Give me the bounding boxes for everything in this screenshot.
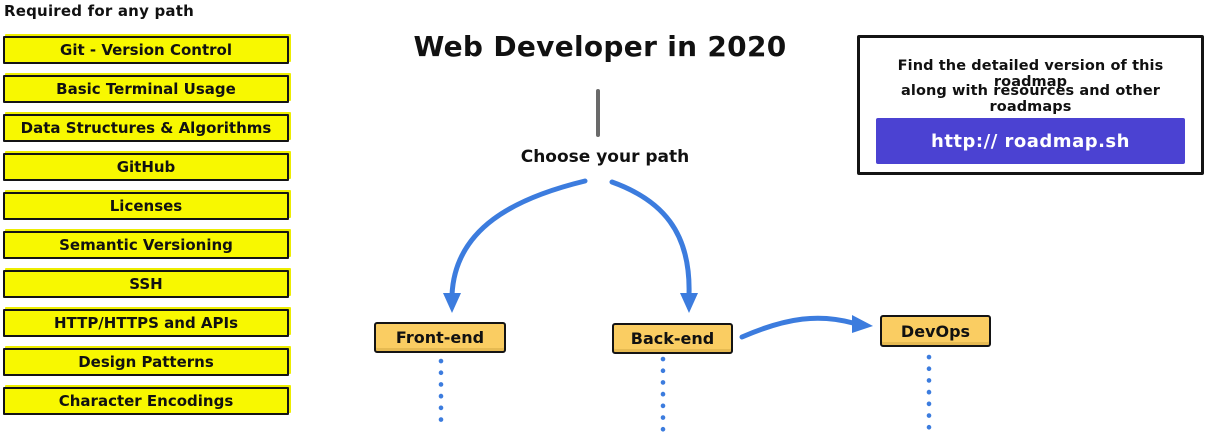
topic-box-terminal[interactable]: Basic Terminal Usage bbox=[3, 75, 289, 103]
path-box-devops[interactable]: DevOps bbox=[880, 315, 991, 347]
topic-box-github[interactable]: GitHub bbox=[3, 153, 289, 181]
required-topics-list: Git - Version Control Basic Terminal Usa… bbox=[3, 36, 289, 426]
info-text-line2: along with resources and other roadmaps bbox=[900, 83, 1161, 115]
info-box: Find the detailed version of this roadma… bbox=[857, 35, 1204, 175]
info-text-line1: Find the detailed version of this roadma… bbox=[897, 58, 1164, 90]
topic-box-semver[interactable]: Semantic Versioning bbox=[3, 231, 289, 259]
arrow-to-back-end bbox=[609, 179, 692, 298]
required-path-heading: Required for any path bbox=[4, 2, 194, 20]
arrowhead-devops bbox=[852, 315, 873, 333]
arrow-to-front-end bbox=[449, 178, 588, 298]
topic-box-http[interactable]: HTTP/HTTPS and APIs bbox=[3, 309, 289, 337]
topic-box-licenses[interactable]: Licenses bbox=[3, 192, 289, 220]
title-connector-line bbox=[596, 89, 600, 137]
arrowhead-front-end bbox=[443, 293, 461, 313]
arrow-to-devops bbox=[739, 315, 856, 340]
page-title: Web Developer in 2020 bbox=[413, 30, 787, 63]
topic-box-dsa[interactable]: Data Structures & Algorithms bbox=[3, 114, 289, 142]
topic-box-ssh[interactable]: SSH bbox=[3, 270, 289, 298]
topic-box-encodings[interactable]: Character Encodings bbox=[3, 387, 289, 415]
path-box-back-end[interactable]: Back-end bbox=[612, 323, 733, 354]
topic-box-design-patterns[interactable]: Design Patterns bbox=[3, 348, 289, 376]
roadmap-url-button[interactable]: http:// roadmap.sh bbox=[876, 118, 1185, 164]
topic-box-git[interactable]: Git - Version Control bbox=[3, 36, 289, 64]
path-box-front-end[interactable]: Front-end bbox=[374, 322, 506, 353]
arrowhead-back-end bbox=[680, 293, 698, 313]
choose-path-label: Choose your path bbox=[520, 147, 690, 167]
